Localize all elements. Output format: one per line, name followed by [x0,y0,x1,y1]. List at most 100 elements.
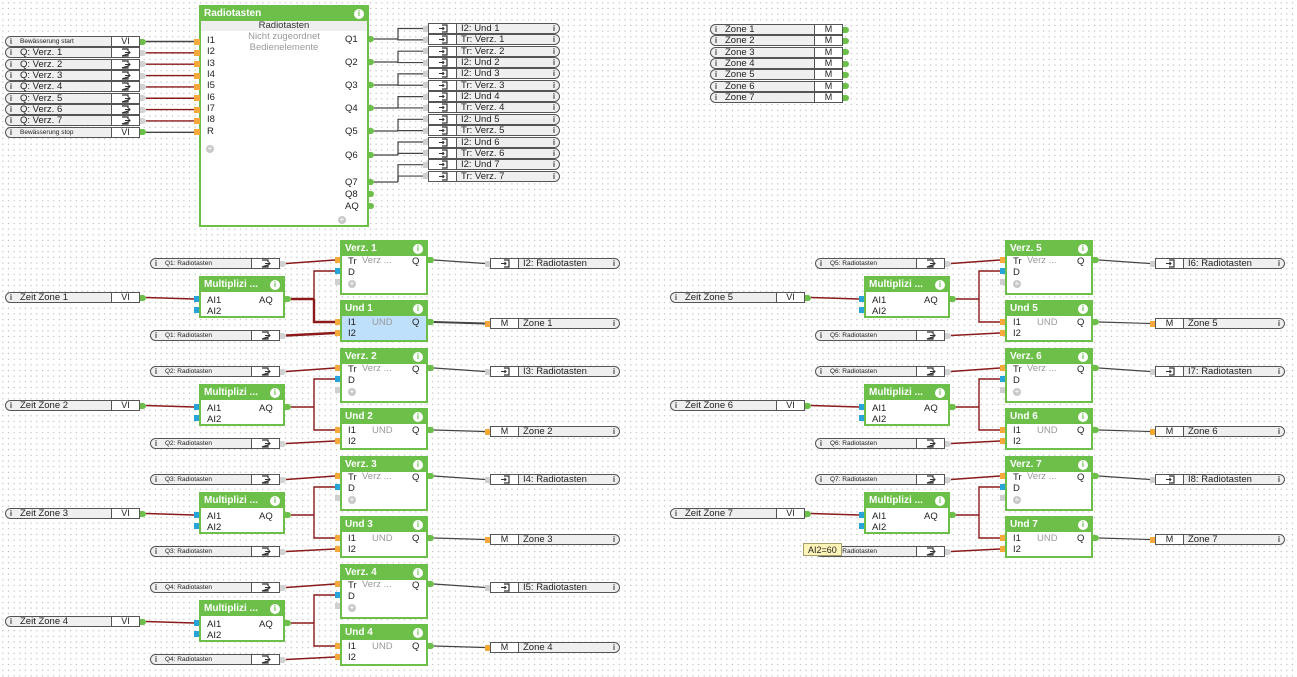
input-port-i1[interactable] [335,643,340,649]
input-port-tr[interactable] [335,473,340,479]
info-icon[interactable]: i [9,401,13,410]
info-icon[interactable]: i [154,367,158,376]
output-port-aq[interactable] [285,620,291,626]
info-icon[interactable]: i [819,439,823,448]
input-port[interactable] [423,82,428,89]
output-port[interactable] [280,440,286,447]
input-port-ai1[interactable] [194,404,199,410]
input-port[interactable] [485,536,490,543]
info-icon[interactable]: i [714,47,718,57]
input-port-d[interactable] [335,376,340,382]
input-port-i6[interactable] [194,95,200,102]
info-icon[interactable]: i [612,259,616,268]
add-input-icon[interactable]: + [1013,495,1021,504]
output-port[interactable] [843,60,849,67]
info-icon[interactable]: i [9,105,13,115]
input-port[interactable] [485,584,490,591]
info-icon[interactable]: i [819,331,823,340]
add-input-icon[interactable]: + [348,387,356,396]
input-port-ai2[interactable] [194,523,199,529]
info-icon[interactable]: i [1277,319,1281,328]
input-port-d[interactable] [335,592,340,598]
output-port[interactable] [140,117,146,124]
info-icon[interactable]: i [154,259,158,268]
output-port-q[interactable] [428,257,434,263]
input-port[interactable] [1150,428,1155,435]
info-icon[interactable]: i [154,583,158,592]
input-port-i2[interactable] [1000,438,1005,444]
input-port-i1[interactable] [335,427,340,433]
info-icon[interactable]: i [674,293,678,302]
add-input-icon[interactable]: + [348,279,356,288]
info-icon[interactable]: i [270,604,280,614]
input-port-ai2[interactable] [859,307,864,313]
input-port[interactable] [485,428,490,435]
info-icon[interactable]: i [413,412,423,422]
output-port[interactable] [140,402,146,409]
info-icon[interactable]: i [552,35,556,45]
output-port-aq[interactable] [285,404,291,410]
info-icon[interactable]: i [9,59,13,69]
info-icon[interactable]: i [674,509,678,518]
info-icon[interactable]: i [154,547,158,556]
input-port[interactable] [1150,368,1155,375]
output-port[interactable] [140,294,146,301]
info-icon[interactable]: i [9,71,13,81]
output-port-q6[interactable] [368,152,374,158]
input-port[interactable] [423,116,428,123]
input-port[interactable] [1150,536,1155,543]
input-port-ai1[interactable] [859,404,864,410]
info-icon[interactable]: i [612,583,616,592]
info-icon[interactable]: i [552,58,556,68]
info-icon[interactable]: i [1078,412,1088,422]
input-port-ai2[interactable] [194,631,199,637]
info-icon[interactable]: i [552,126,556,136]
input-port-d[interactable] [1000,484,1005,490]
info-icon[interactable]: i [270,496,280,506]
info-icon[interactable]: i [1078,520,1088,530]
info-icon[interactable]: i [552,80,556,90]
output-port[interactable] [805,510,811,517]
output-port-aq[interactable] [950,404,956,410]
output-port-aq[interactable] [950,512,956,518]
input-port-i1[interactable] [335,319,340,325]
add-input-icon[interactable]: + [1013,279,1021,288]
output-port-aq[interactable] [368,203,374,209]
info-icon[interactable]: i [413,520,423,530]
info-icon[interactable]: i [413,304,423,314]
output-port[interactable] [140,95,146,102]
info-icon[interactable]: i [935,496,945,506]
info-icon[interactable]: i [1078,460,1088,470]
output-port-aq[interactable] [285,296,291,302]
input-port-i1[interactable] [1000,535,1005,541]
output-port[interactable] [140,129,146,136]
info-icon[interactable]: i [612,427,616,436]
input-port-i3[interactable] [194,61,200,68]
info-icon[interactable]: i [552,171,556,181]
input-port[interactable] [1150,260,1155,267]
input-port-ai1[interactable] [194,296,199,302]
input-port-add[interactable] [335,279,340,285]
output-port[interactable] [843,49,849,56]
input-port[interactable] [423,139,428,145]
